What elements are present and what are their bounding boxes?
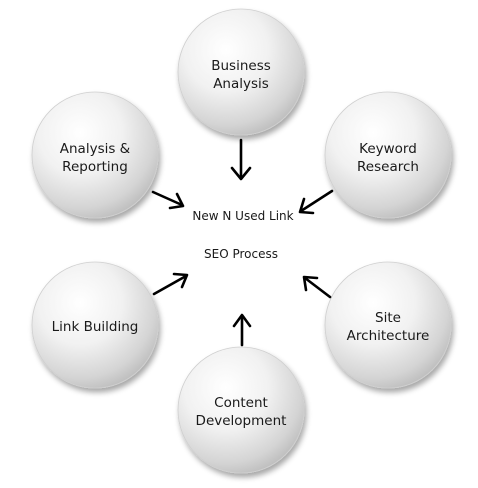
node-label: Reporting	[62, 159, 128, 175]
node-content-development: Content Development	[177, 346, 305, 474]
node-label: Analysis &	[60, 141, 131, 157]
node-link-building: Link Building	[31, 261, 159, 389]
node-site-architecture: Site Architecture	[324, 261, 452, 389]
arrow-from-content-development	[232, 313, 252, 347]
center-title: New N Used Link	[192, 209, 293, 223]
node-label: Business	[211, 58, 271, 74]
node-business-analysis: Business Analysis	[177, 8, 305, 136]
node-label: Keyword	[359, 141, 417, 157]
arrow-from-keyword-research	[298, 189, 334, 215]
node-analysis-reporting: Analysis & Reporting	[31, 91, 159, 219]
node-label: Architecture	[347, 328, 430, 344]
node-label: Analysis	[213, 76, 269, 92]
node-label: Content	[214, 395, 268, 411]
node-label: Research	[357, 159, 419, 175]
node-label: Development	[196, 413, 287, 429]
center-subtitle: SEO Process	[204, 247, 278, 261]
node-label: Site	[375, 310, 401, 326]
arrow-from-business-analysis	[230, 138, 252, 181]
node-keyword-research: Keyword Research	[324, 91, 452, 219]
arrow-from-link-building	[152, 272, 189, 296]
node-label: Link Building	[52, 319, 139, 335]
arrow-from-analysis-reporting	[151, 190, 185, 210]
arrow-from-site-architecture	[302, 275, 332, 299]
